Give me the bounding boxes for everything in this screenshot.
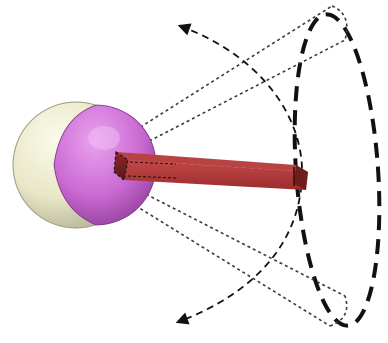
cone-tip-top	[332, 6, 347, 40]
cone-line-bottom-outer	[120, 196, 330, 326]
sphere-highlight	[88, 126, 120, 150]
cone-line-bottom-inner	[130, 186, 345, 296]
